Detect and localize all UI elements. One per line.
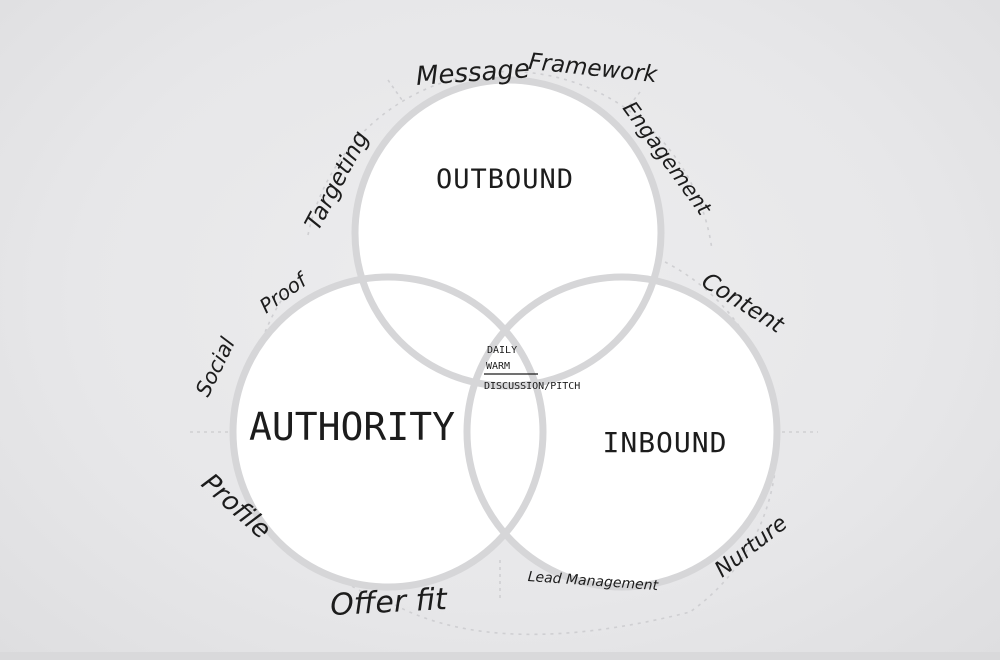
authority-title: AUTHORITY <box>249 405 455 449</box>
center-line-discussion: DISCUSSION/PITCH <box>484 381 580 392</box>
outbound-circle[interactable] <box>351 76 665 390</box>
center-label: DAILY WARM DISCUSSION/PITCH <box>484 345 580 392</box>
circle-fills <box>233 80 777 587</box>
outer-guide-top <box>307 70 713 251</box>
center-line-warm: WARM <box>486 361 510 372</box>
inbound-fill <box>467 277 777 587</box>
bottom-edge <box>0 652 1000 660</box>
circle-rings <box>229 76 781 591</box>
outbound-title: OUTBOUND <box>436 164 574 195</box>
authority-fill <box>233 277 543 587</box>
center-line-daily: DAILY <box>487 345 517 356</box>
inbound-title: INBOUND <box>602 426 727 459</box>
authority-circle[interactable] <box>229 273 547 591</box>
label-offer-fit: Offer fit <box>329 582 449 623</box>
outer-guide-bottom <box>394 604 691 636</box>
label-social: Social <box>191 334 240 401</box>
guide-tick-top-left <box>387 79 403 101</box>
inbound-circle[interactable] <box>463 273 781 591</box>
